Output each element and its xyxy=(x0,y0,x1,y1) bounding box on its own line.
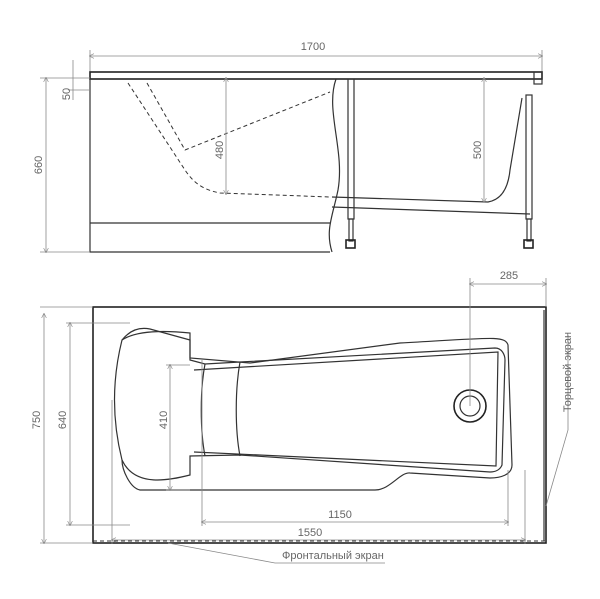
end-panel-label: Торцевой экран xyxy=(562,332,574,412)
dim-label-640: 640 xyxy=(57,411,69,429)
dim-label-500: 500 xyxy=(472,141,484,159)
dim-label-1700: 1700 xyxy=(301,41,325,53)
side-view: 1700 660 50 480 500 xyxy=(33,41,543,253)
rim xyxy=(89,71,543,80)
dim-label-750: 750 xyxy=(31,411,43,429)
end-panel-leader xyxy=(545,335,569,507)
outer-rim xyxy=(92,306,547,544)
dim-label-480: 480 xyxy=(214,141,226,159)
dim-label-660: 660 xyxy=(33,156,45,174)
hidden-contour xyxy=(127,82,331,198)
break-line xyxy=(328,78,341,253)
top-view: 285 750 640 410 1150 1550 Фронтальный эк… xyxy=(31,270,574,564)
leg-right xyxy=(523,94,534,249)
front-panel-leader xyxy=(167,542,385,564)
dim-label-285: 285 xyxy=(500,270,518,282)
outer-bowl xyxy=(113,327,513,491)
dim-label-410: 410 xyxy=(158,411,170,429)
dim-label-50: 50 xyxy=(61,88,73,100)
leg-left xyxy=(345,78,356,249)
dim-label-1550: 1550 xyxy=(298,527,322,539)
front-panel-label: Фронтальный экран xyxy=(282,550,384,562)
dim-label-1150: 1150 xyxy=(328,509,352,521)
